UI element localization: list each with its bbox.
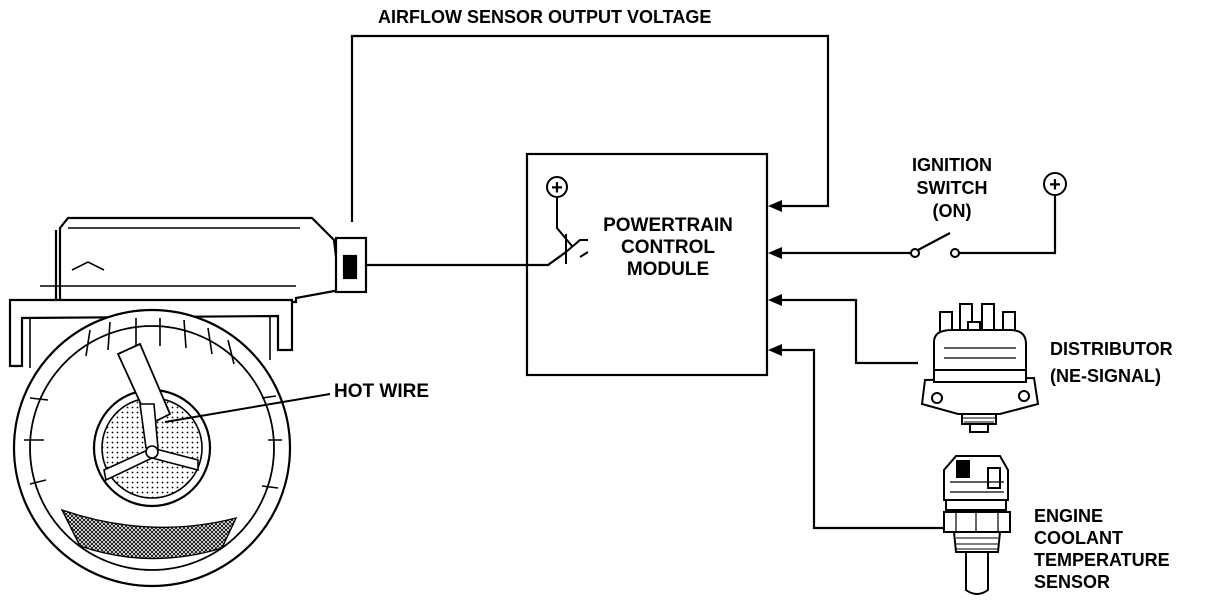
ignition-wire-right: [958, 196, 1057, 255]
airflow-output-wire: [350, 34, 830, 222]
pcm-label-line2: CONTROL: [621, 237, 715, 258]
pcm-label-line1: POWERTRAIN: [603, 215, 733, 236]
ect-label-line1: ENGINE: [1034, 506, 1103, 526]
pcm-label-line3: MODULE: [627, 259, 709, 280]
mass-airflow-sensor-icon: [8, 216, 368, 588]
arrow-ignition: [768, 247, 782, 259]
ect-label-line4: SENSOR: [1034, 572, 1110, 592]
ect-wire: [780, 348, 944, 530]
ect-label-line3: TEMPERATURE: [1034, 550, 1170, 570]
wires: [350, 34, 1057, 530]
arrow-airflow: [768, 200, 782, 212]
ignition-label-line2: SWITCH: [917, 178, 988, 198]
ignition-label-line1: IGNITION: [912, 155, 992, 175]
distributor-label-line1: DISTRIBUTOR: [1050, 339, 1173, 359]
distributor-icon: [920, 303, 1040, 433]
distributor-label-line2: (NE-SIGNAL): [1050, 366, 1161, 386]
airflow-output-voltage-label: AIRFLOW SENSOR OUTPUT VOLTAGE: [378, 7, 711, 27]
distributor-wire: [780, 298, 918, 365]
pcm-box: [525, 152, 769, 377]
arrow-ect: [768, 344, 782, 356]
arrowheads: [768, 200, 782, 356]
battery-plus-symbol: +: [1049, 174, 1061, 196]
ect-sensor-icon: [943, 455, 1011, 595]
battery-plus-circle: [1043, 172, 1067, 196]
hot-wire-label: HOT WIRE: [334, 381, 429, 402]
ect-label-line2: COOLANT: [1034, 528, 1123, 548]
pcm-plus-symbol: +: [551, 177, 563, 199]
ignition-label-line3: (ON): [933, 201, 972, 221]
maf-signal-wire: [366, 251, 567, 267]
ignition-switch: [910, 172, 1067, 258]
hot-wire-leader: [164, 393, 331, 423]
transistor-symbol: [546, 176, 589, 264]
arrow-distributor: [768, 294, 782, 306]
